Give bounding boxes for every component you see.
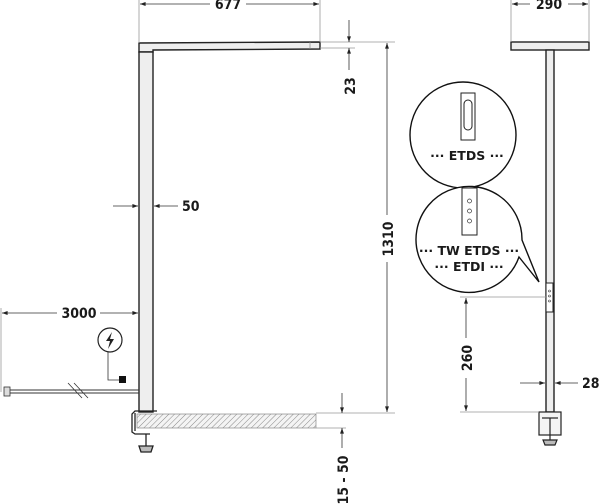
cable-break-mark bbox=[67, 382, 83, 399]
front-view: ··· ETDS ··· ··· TW ETDS ··· ··· ETDI ··… bbox=[409, 0, 600, 446]
dim-label-260: 260 bbox=[460, 345, 476, 372]
callout-label-tw-etds: ··· TW ETDS ··· bbox=[419, 243, 519, 258]
dim-label-290: 290 bbox=[536, 0, 563, 13]
dim-label-50: 50 bbox=[182, 199, 200, 215]
lamp-head bbox=[510, 41, 590, 51]
side-view: 677 23 1310 50 3000 bbox=[0, 0, 397, 504]
dim-label-23: 23 bbox=[343, 77, 359, 95]
lamp-pole bbox=[138, 51, 154, 413]
dim-pole-width: 50 bbox=[113, 199, 200, 215]
dim-arm-length: 677 bbox=[138, 0, 321, 43]
dim-label-15-50: 15 - 50 bbox=[336, 455, 352, 504]
dim-label-3000: 3000 bbox=[61, 306, 96, 322]
power-lightning-icon bbox=[97, 327, 126, 383]
control-panel bbox=[545, 282, 554, 313]
dim-control-height: 260 bbox=[460, 296, 546, 413]
callout-etds: ··· ETDS ··· bbox=[409, 81, 517, 189]
lamp-pole-front bbox=[545, 49, 555, 413]
dim-total-height: 1310 bbox=[316, 43, 397, 414]
cable-plug bbox=[3, 386, 11, 397]
dim-cable-length: 3000 bbox=[0, 306, 138, 392]
desk-clamp-front bbox=[538, 411, 562, 446]
desk-top bbox=[136, 413, 317, 429]
dim-label-1310: 1310 bbox=[381, 221, 397, 256]
callout-label-etdi: ··· ETDI ··· bbox=[434, 259, 503, 274]
lamp-arm bbox=[138, 41, 321, 53]
dim-head-width: 290 bbox=[510, 0, 590, 42]
dim-desk-thickness: 15 - 50 bbox=[316, 393, 352, 504]
dim-arm-thickness: 23 bbox=[320, 20, 395, 95]
callout-tw-etds-etdi: ··· TW ETDS ··· ··· ETDI ··· bbox=[415, 185, 540, 294]
switch-tw-etds-icon bbox=[461, 187, 478, 236]
callout-label-etds: ··· ETDS ··· bbox=[430, 148, 504, 163]
desk-clamp bbox=[131, 410, 157, 453]
dim-label-28: 28 bbox=[582, 376, 600, 392]
dim-label-677: 677 bbox=[215, 0, 241, 13]
dim-pole-depth: 28 bbox=[520, 376, 600, 392]
